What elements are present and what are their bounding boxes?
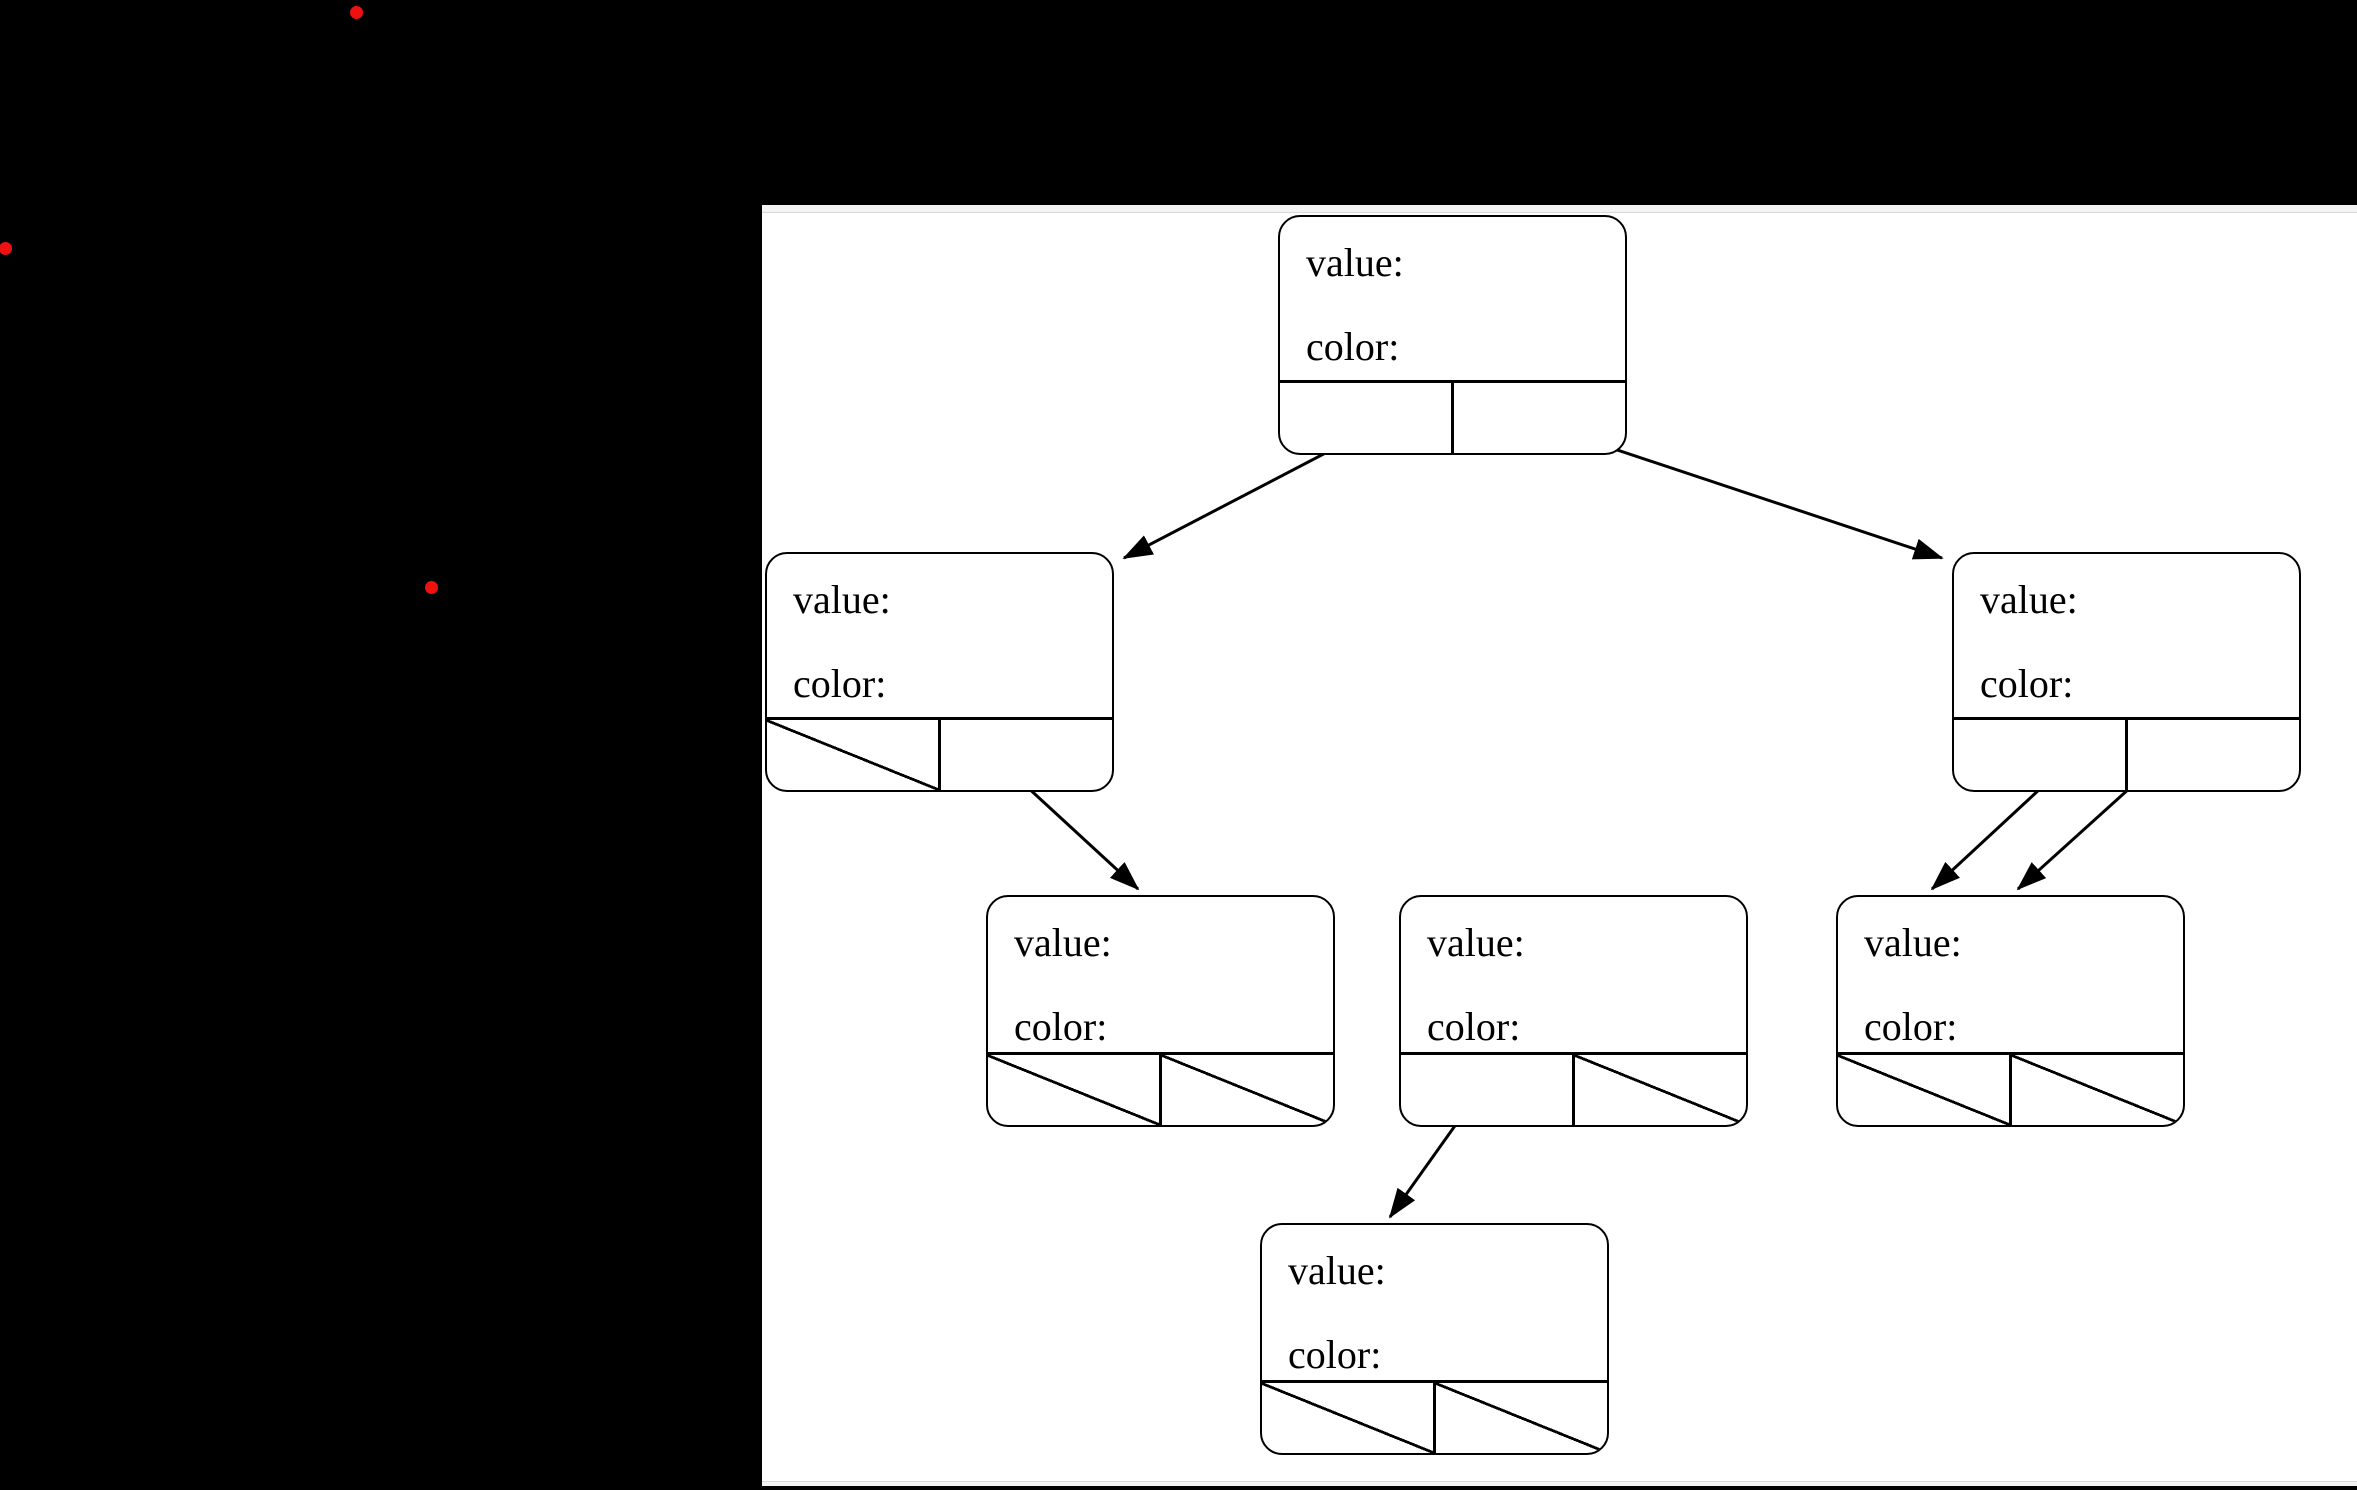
- tree-node-right-left-left[interactable]: value: color:: [1260, 1223, 1609, 1455]
- marker-dot-3: [425, 581, 438, 594]
- node-color-label: color:: [1864, 1004, 1958, 1049]
- node-body: value: color:: [1838, 897, 2183, 1047]
- right-pointer-cell[interactable]: [1451, 383, 1625, 453]
- right-pointer-cell[interactable]: [2125, 720, 2299, 790]
- right-pointer-cell-null[interactable]: [1159, 1055, 1333, 1125]
- node-body: value: color:: [1280, 217, 1625, 367]
- left-pointer-cell[interactable]: [1280, 383, 1451, 453]
- node-pointer-row: [767, 717, 1112, 790]
- left-pointer-cell-null[interactable]: [1838, 1055, 2009, 1125]
- node-color-label: color:: [1306, 324, 1400, 369]
- node-pointer-row: [1280, 380, 1625, 453]
- node-value-label: value:: [793, 577, 891, 622]
- panel-top-border: [762, 205, 2357, 213]
- diagram-panel: value: color: value: color: value: c: [762, 205, 2357, 1486]
- node-color-label: color:: [1014, 1004, 1108, 1049]
- right-pointer-cell-null[interactable]: [1433, 1383, 1607, 1453]
- node-value-label: value:: [1306, 240, 1404, 285]
- left-pointer-cell-null[interactable]: [767, 720, 938, 790]
- node-pointer-row: [1401, 1052, 1746, 1125]
- node-value-label: value:: [1014, 920, 1112, 965]
- marker-dot-2: [0, 242, 12, 255]
- right-pointer-cell-null[interactable]: [1572, 1055, 1746, 1125]
- left-pointer-cell[interactable]: [1954, 720, 2125, 790]
- node-color-label: color:: [1980, 661, 2074, 706]
- tree-node-right-left[interactable]: value: color:: [1399, 895, 1748, 1127]
- tree-node-left[interactable]: value: color:: [765, 552, 1114, 792]
- node-body: value: color:: [988, 897, 1333, 1047]
- node-color-label: color:: [793, 661, 887, 706]
- node-body: value: color:: [767, 554, 1112, 704]
- node-value-label: value:: [1980, 577, 2078, 622]
- right-pointer-cell-null[interactable]: [2009, 1055, 2183, 1125]
- node-body: value: color:: [1262, 1225, 1607, 1375]
- tree-node-right[interactable]: value: color:: [1952, 552, 2301, 792]
- tree-node-root[interactable]: value: color:: [1278, 215, 1627, 455]
- node-body: value: color:: [1401, 897, 1746, 1047]
- node-pointer-row: [988, 1052, 1333, 1125]
- node-body: value: color:: [1954, 554, 2299, 704]
- node-value-label: value:: [1288, 1248, 1386, 1293]
- node-pointer-row: [1262, 1380, 1607, 1453]
- node-value-label: value:: [1864, 920, 1962, 965]
- left-pointer-cell-null[interactable]: [988, 1055, 1159, 1125]
- node-color-label: color:: [1427, 1004, 1521, 1049]
- node-color-label: color:: [1288, 1332, 1382, 1377]
- node-pointer-row: [1954, 717, 2299, 790]
- tree-node-right-right[interactable]: value: color:: [1836, 895, 2185, 1127]
- node-pointer-row: [1838, 1052, 2183, 1125]
- panel-bottom-border: [762, 1481, 2357, 1486]
- left-pointer-cell[interactable]: [1401, 1055, 1572, 1125]
- node-value-label: value:: [1427, 920, 1525, 965]
- left-pointer-cell-null[interactable]: [1262, 1383, 1433, 1453]
- marker-dot-1: [350, 6, 363, 19]
- tree-node-left-right[interactable]: value: color:: [986, 895, 1335, 1127]
- right-pointer-cell[interactable]: [938, 720, 1112, 790]
